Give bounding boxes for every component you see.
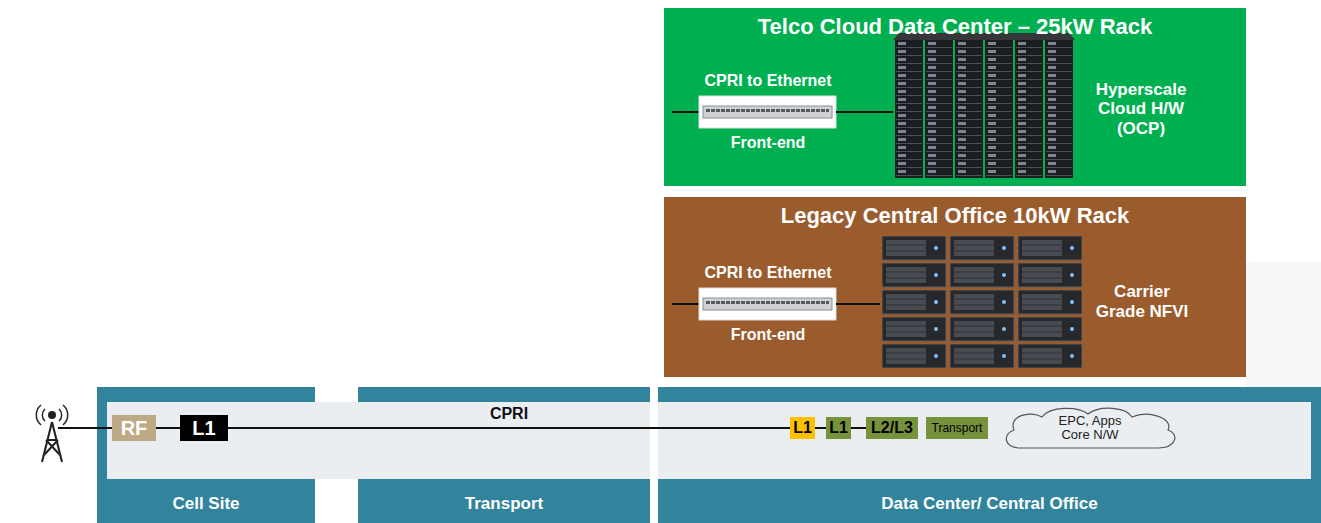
block-label: L2/L3 [871, 420, 913, 436]
tower-brace [46, 440, 60, 455]
edge-label: CPRI [487, 405, 531, 422]
layer-block: L1 [180, 415, 228, 441]
edge-label-holder: CPRI [487, 405, 531, 423]
radio-wave [63, 405, 68, 425]
switch-uplink [836, 111, 854, 113]
rack-top [893, 33, 1075, 40]
block-label: L1 [793, 420, 812, 436]
tower-brace [44, 440, 58, 455]
switch-device: CPRI to EthernetFront-end [683, 68, 853, 156]
device-caption: CPRI to Ethernet [704, 264, 831, 282]
connector-line [815, 427, 826, 429]
nfvi-server-image [882, 236, 1082, 368]
tower-leg [42, 422, 52, 462]
layer-block: L2/L3 [866, 417, 918, 439]
layer-block: L1 [826, 417, 851, 439]
radio-wave [42, 409, 45, 421]
region-title: Legacy Central Office 10kW Rack [664, 203, 1246, 229]
cloud-label: EPC, Apps Core N/W [1054, 414, 1126, 443]
rack-label: Carrier Grade NFVI [1088, 282, 1196, 321]
switch-image [699, 96, 836, 128]
hyperscale-rack-image [895, 40, 1073, 178]
region-box: CPRI to EthernetFront-end Hyperscale Clou… [664, 8, 1246, 186]
region-title: Telco Cloud Data Center – 25kW Rack [664, 14, 1246, 40]
block-label: L1 [192, 418, 215, 438]
switch-ports [706, 109, 829, 115]
server-rack: Hyperscale Cloud H/W (OCP) [893, 36, 1243, 182]
panel-band [658, 402, 1311, 479]
radio-wave [59, 409, 62, 421]
switch-body [703, 106, 832, 118]
server-rack: Carrier Grade NFVI [880, 232, 1242, 372]
switch-ports [706, 301, 829, 307]
rack-spacer [893, 109, 1077, 110]
region-box: CPRI to EthernetFront-end Carrier Grade N… [664, 197, 1246, 377]
panel-label: Data Center/ Central Office [881, 494, 1097, 514]
tower-leg [52, 422, 62, 462]
tower-brace [47, 439, 57, 441]
block-label: L1 [829, 420, 848, 436]
switch-image [699, 288, 836, 320]
device-label: Front-end [731, 326, 806, 344]
panel-label: Cell Site [172, 494, 239, 514]
rack-label: Hyperscale Cloud H/W (OCP) [1085, 80, 1197, 139]
radio-wave [36, 405, 41, 425]
device-spacer [768, 288, 769, 320]
connector-line [853, 303, 880, 305]
panel-label: Transport [465, 494, 543, 514]
connector-line [228, 427, 790, 429]
connector-line [851, 427, 866, 429]
cloud-path [1006, 408, 1175, 448]
switch-uplink [836, 303, 854, 305]
tower-antenna [49, 412, 55, 418]
block-label: RF [121, 418, 148, 438]
rf-block: RF [112, 415, 156, 441]
switch-device: CPRI to EthernetFront-end [683, 260, 853, 348]
block-label: Transport [932, 422, 983, 434]
input-line [672, 111, 699, 113]
cell-tower-icon [36, 405, 67, 462]
device-spacer [768, 96, 769, 128]
cloud-shape: EPC, Apps Core N/W [998, 404, 1182, 452]
segment-panel: L1 L1 L2/L3 Transport EPC, Apps Core N/W Data… [658, 387, 1321, 523]
input-line [672, 303, 699, 305]
segment-panel: RF L1Cell Site [97, 387, 315, 523]
connector-line [156, 427, 180, 429]
transport-block: Transport [926, 417, 988, 439]
device-label: Front-end [731, 134, 806, 152]
band-gap [315, 402, 358, 479]
connector-line [853, 111, 893, 113]
layer-block: L1 [790, 417, 815, 439]
rack-spacer [880, 302, 1080, 303]
switch-body [703, 298, 832, 310]
antenna-feed-line [58, 427, 112, 429]
device-caption: CPRI to Ethernet [704, 72, 831, 90]
faint-panel [1246, 262, 1321, 387]
